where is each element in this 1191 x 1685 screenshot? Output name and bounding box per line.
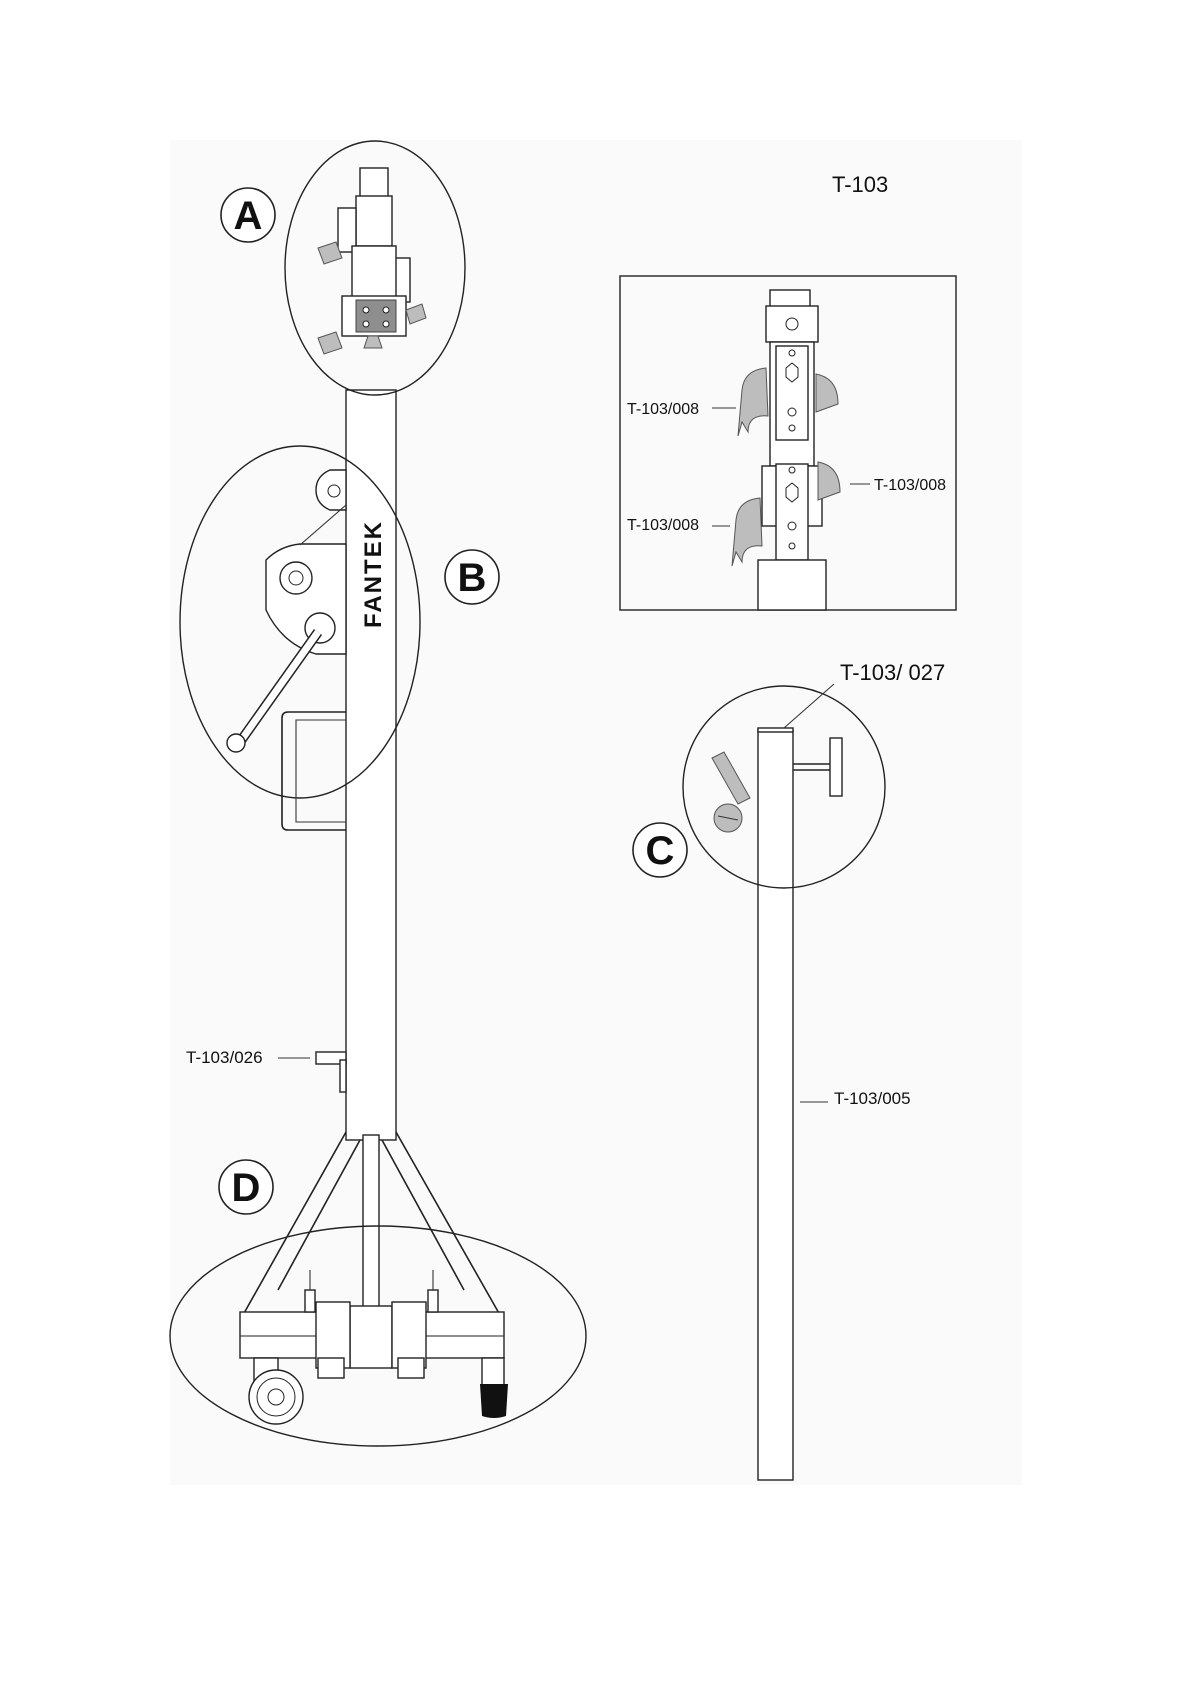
top-cap: [360, 168, 388, 198]
caster-wheel-hub: [268, 1389, 284, 1405]
detail-upper-bolt-1: [789, 350, 795, 356]
callout-b-letter: B: [458, 556, 487, 600]
left-foot-plate: [318, 1358, 344, 1378]
detail-upper-bolt-3: [789, 425, 795, 431]
rubber-foot: [480, 1384, 508, 1418]
detail-top-cap: [770, 290, 810, 308]
right-foot-leg: [482, 1358, 504, 1386]
winch-handle-knob: [227, 734, 245, 752]
detail-box: T-103/008 T-103/008 T-103/008: [620, 276, 956, 610]
winch-drum-hub: [289, 571, 303, 585]
bolt-1: [363, 307, 369, 313]
callout-d: D: [219, 1160, 273, 1214]
clamp-plate: [356, 300, 396, 332]
callout-c: C: [633, 823, 687, 877]
detail-top-left-label: T-103/008: [627, 401, 699, 418]
detail-top-hole: [786, 318, 798, 330]
model-title: T-103: [832, 172, 888, 197]
detail-c-cap-line: [758, 728, 793, 732]
right-mast-label: T-103/005: [834, 1089, 911, 1108]
right-foot-plate: [398, 1358, 424, 1378]
detail-c-label: T-103/ 027: [840, 660, 945, 685]
center-housing: [350, 1306, 392, 1368]
upper-section: [356, 196, 392, 246]
bracket-026-label: T-103/026: [186, 1048, 263, 1067]
bolt-3: [363, 321, 369, 327]
callout-d-letter: D: [232, 1166, 261, 1210]
detail-upper-nut: [786, 363, 798, 382]
callout-a: A: [221, 188, 275, 242]
center-column: [363, 1135, 379, 1325]
callout-b: B: [445, 550, 499, 604]
detail-lower-bolt-3: [789, 543, 795, 549]
bolt-4: [383, 321, 389, 327]
detail-lower-bolt-2: [788, 522, 796, 530]
detail-lower-bolt-1: [789, 467, 795, 473]
detail-c-plate: [830, 738, 842, 796]
callout-a-letter: A: [234, 194, 263, 238]
brand-logo: FANTEK: [360, 520, 387, 628]
detail-bottom-left-label: T-103/008: [627, 517, 699, 534]
left-pin: [305, 1290, 315, 1312]
bolt-2: [383, 307, 389, 313]
right-mast-tube: [758, 730, 793, 1480]
detail-upper-bolt-2: [788, 408, 796, 416]
callout-c-letter: C: [646, 829, 675, 873]
right-pin: [428, 1290, 438, 1312]
winch-top-bolt: [328, 485, 340, 497]
detail-lower-nut: [786, 483, 798, 502]
detail-right-label: T-103/008: [874, 477, 946, 494]
bracket-026-tab: [340, 1060, 346, 1092]
detail-lower-tube: [758, 560, 826, 610]
